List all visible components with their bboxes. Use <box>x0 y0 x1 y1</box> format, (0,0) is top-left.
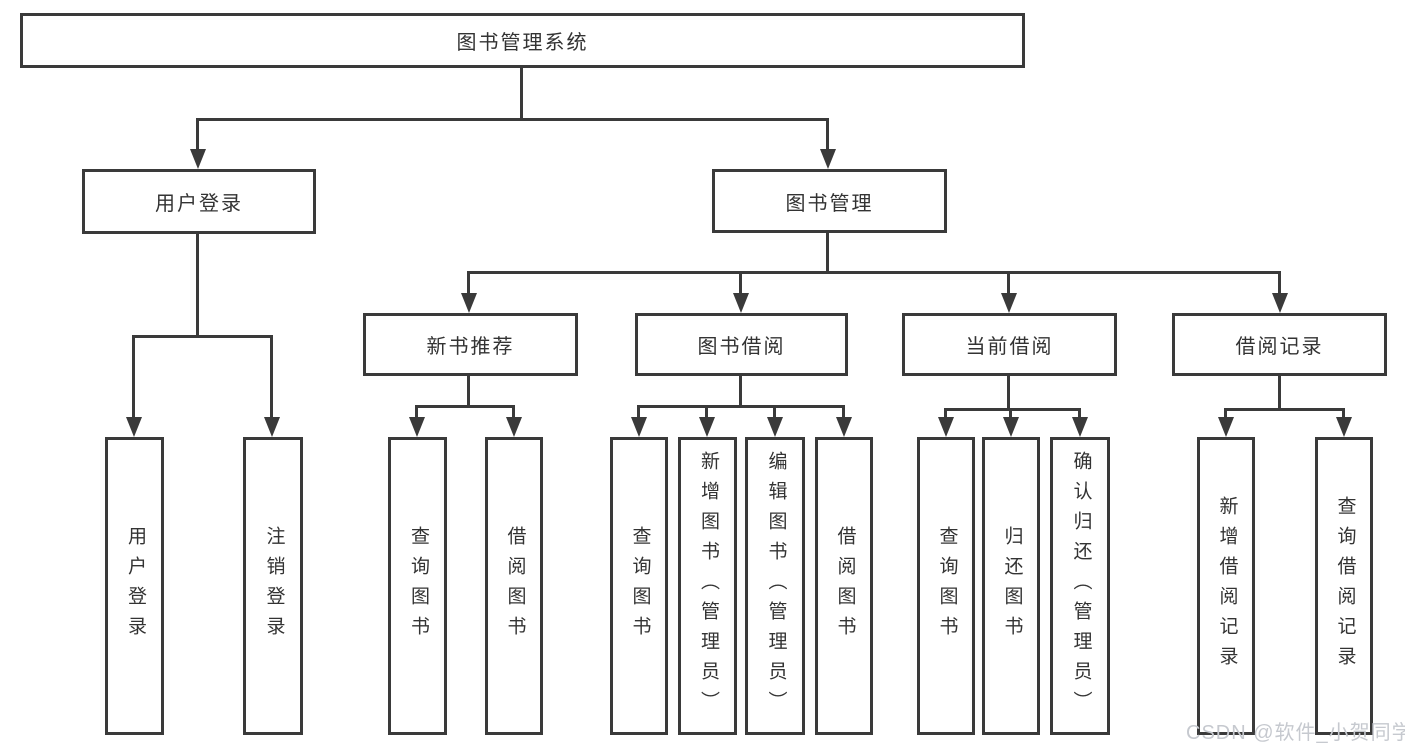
connector-drop-records <box>1278 271 1281 296</box>
connector-drop <box>1009 408 1012 420</box>
arrow-down-icon <box>1001 293 1017 313</box>
connector-book-mgmt-stem <box>826 233 829 274</box>
arrow-down-icon <box>506 417 522 437</box>
leaf-label: 查询图书 <box>629 526 651 646</box>
leaf-records-add: 新增借阅记录 <box>1197 437 1255 735</box>
arrow-down-icon <box>836 417 852 437</box>
leaf-current-confirm: 确认归还（管理员） <box>1050 437 1110 735</box>
connector-drop <box>415 405 418 420</box>
node-user-login: 用户登录 <box>82 169 316 234</box>
leaf-label: 查询图书 <box>407 526 429 646</box>
leaf-label: 注销登录 <box>263 526 285 646</box>
connector-current-bus <box>944 408 1081 411</box>
node-borrowing: 图书借阅 <box>635 313 848 376</box>
connector-borrowing-bus <box>637 405 845 408</box>
leaf-logout: 注销登录 <box>243 437 303 735</box>
leaf-borrowing-query: 查询图书 <box>610 437 668 735</box>
node-label: 新书推荐 <box>426 336 515 358</box>
leaf-user-login: 用户登录 <box>105 437 164 735</box>
connector-drop-leaf-login <box>132 335 135 420</box>
arrow-down-icon <box>1003 417 1019 437</box>
connector-drop <box>1224 408 1227 420</box>
node-borrow-records: 借阅记录 <box>1172 313 1387 376</box>
connector-drop <box>705 405 708 420</box>
connector-records-stem <box>1278 376 1281 411</box>
leaf-label: 归还图书 <box>1001 526 1023 646</box>
arrow-down-icon <box>461 293 477 313</box>
arrow-down-icon <box>699 417 715 437</box>
arrow-down-icon <box>1336 417 1352 437</box>
arrow-down-icon <box>1218 417 1234 437</box>
connector-current-stem <box>1007 376 1010 411</box>
node-label: 借阅记录 <box>1235 336 1324 358</box>
leaf-label: 借阅图书 <box>834 526 856 646</box>
connector-drop-book-mgmt <box>826 118 829 152</box>
node-label: 图书管理系统 <box>456 32 589 54</box>
connector-drop-user-login <box>196 118 199 152</box>
connector-root-bus <box>196 118 829 121</box>
connector-drop-leaf-logout <box>270 335 273 420</box>
node-root-library-system: 图书管理系统 <box>20 13 1025 68</box>
connector-drop-new-books <box>467 271 470 296</box>
leaf-borrowing-add: 新增图书（管理员） <box>678 437 737 735</box>
leaf-records-query: 查询借阅记录 <box>1315 437 1373 735</box>
leaf-label: 查询图书 <box>936 526 958 646</box>
connector-user-login-stem <box>196 234 199 338</box>
arrow-down-icon <box>1272 293 1288 313</box>
leaf-borrowing-borrow: 借阅图书 <box>815 437 873 735</box>
connector-drop-current <box>1007 271 1010 296</box>
node-book-mgmt: 图书管理 <box>712 169 947 233</box>
connector-new-books-stem <box>467 376 470 408</box>
leaf-current-query: 查询图书 <box>917 437 975 735</box>
connector-new-books-bus <box>415 405 515 408</box>
arrow-down-icon <box>1072 417 1088 437</box>
leaf-current-return: 归还图书 <box>982 437 1040 735</box>
arrow-down-icon <box>938 417 954 437</box>
connector-book-mgmt-bus <box>467 271 1281 274</box>
arrow-down-icon <box>631 417 647 437</box>
node-label: 图书借阅 <box>697 336 786 358</box>
leaf-label: 编辑图书（管理员） <box>765 451 787 721</box>
arrow-down-icon <box>126 417 142 437</box>
leaf-label: 新增借阅记录 <box>1216 496 1238 676</box>
node-label: 当前借阅 <box>965 336 1054 358</box>
connector-borrowing-stem <box>739 376 742 408</box>
leaf-label: 借阅图书 <box>504 526 526 646</box>
node-current-borrow: 当前借阅 <box>902 313 1117 376</box>
connector-drop <box>944 408 947 420</box>
leaf-label: 查询借阅记录 <box>1334 496 1356 676</box>
connector-drop-borrowing <box>739 271 742 296</box>
connector-root-stem <box>520 68 523 121</box>
arrow-down-icon <box>264 417 280 437</box>
leaf-label: 确认归还（管理员） <box>1070 451 1092 721</box>
arrow-down-icon <box>820 149 836 169</box>
connector-user-login-bus <box>132 335 273 338</box>
node-label: 用户登录 <box>155 193 243 215</box>
arrow-down-icon <box>767 417 783 437</box>
arrow-down-icon <box>190 149 206 169</box>
arrow-down-icon <box>733 293 749 313</box>
leaf-label: 用户登录 <box>124 526 146 646</box>
connector-drop <box>773 405 776 420</box>
leaf-new-books-borrow: 借阅图书 <box>485 437 543 735</box>
node-label: 图书管理 <box>785 192 874 215</box>
leaf-label: 新增图书（管理员） <box>697 451 719 721</box>
connector-drop <box>1078 408 1081 420</box>
leaf-borrowing-edit: 编辑图书（管理员） <box>745 437 805 735</box>
csdn-watermark: CSDN @软件_小贺同学 <box>1186 722 1405 744</box>
connector-records-bus <box>1224 408 1345 411</box>
leaf-new-books-query: 查询图书 <box>388 437 447 735</box>
node-new-books: 新书推荐 <box>363 313 578 376</box>
connector-drop <box>842 405 845 420</box>
connector-drop <box>637 405 640 420</box>
connector-drop <box>512 405 515 420</box>
connector-drop <box>1342 408 1345 420</box>
arrow-down-icon <box>409 417 425 437</box>
